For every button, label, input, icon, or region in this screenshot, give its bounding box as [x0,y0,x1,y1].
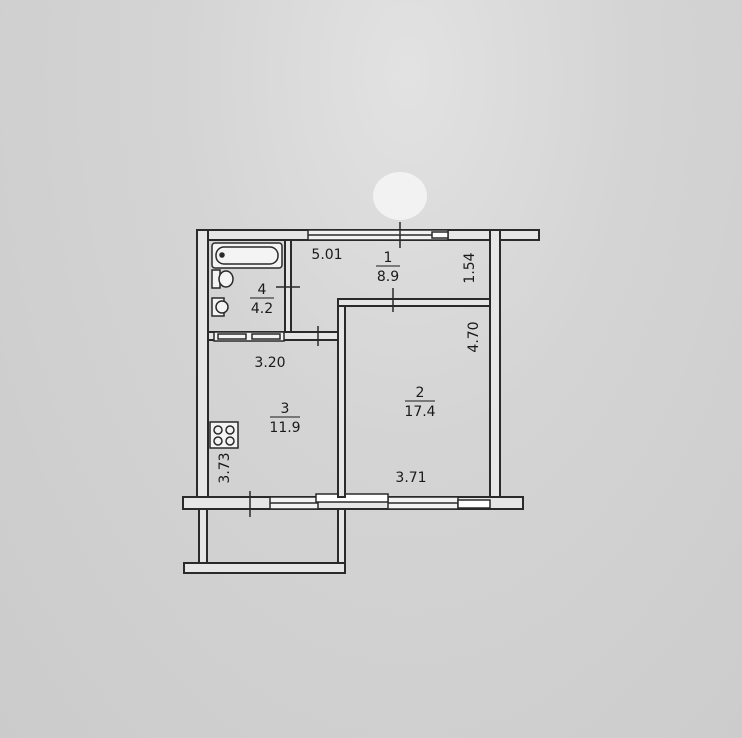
room-4-area: 4.2 [251,301,273,317]
room-labels: 1 8.9 2 17.4 3 11.9 4 4.2 [250,250,436,436]
outer-walls [182,229,540,510]
room-2-number: 2 [416,385,425,401]
glare-spot [373,172,427,220]
corridor-width-label: 5.01 [311,247,342,263]
room2-width-label: 3.71 [395,470,426,486]
toilet-icon [211,269,234,289]
dimension-labels: 5.01 1.54 4.70 3.71 3.20 3.73 [217,247,482,486]
balcony [183,508,346,574]
top-window [307,229,449,241]
interior-walls [207,239,491,498]
kitchen-width-label: 3.20 [254,355,285,371]
room-3-area: 11.9 [269,420,300,436]
room-4-number: 4 [258,282,267,298]
room-1-number: 1 [384,250,393,266]
bottom-windows [269,493,491,510]
door-ticks [249,222,401,517]
room-2-area: 17.4 [404,404,435,420]
corridor-depth-label: 1.54 [462,252,478,283]
bathtub-icon [211,242,283,269]
bathroom-cabinet [213,331,285,342]
room2-depth-label: 4.70 [466,321,482,352]
stove-icon [209,421,239,449]
room-1-area: 8.9 [377,269,399,285]
sink-icon [211,297,229,317]
room-3-number: 3 [281,401,290,417]
kitchen-depth-label: 3.73 [217,452,233,483]
